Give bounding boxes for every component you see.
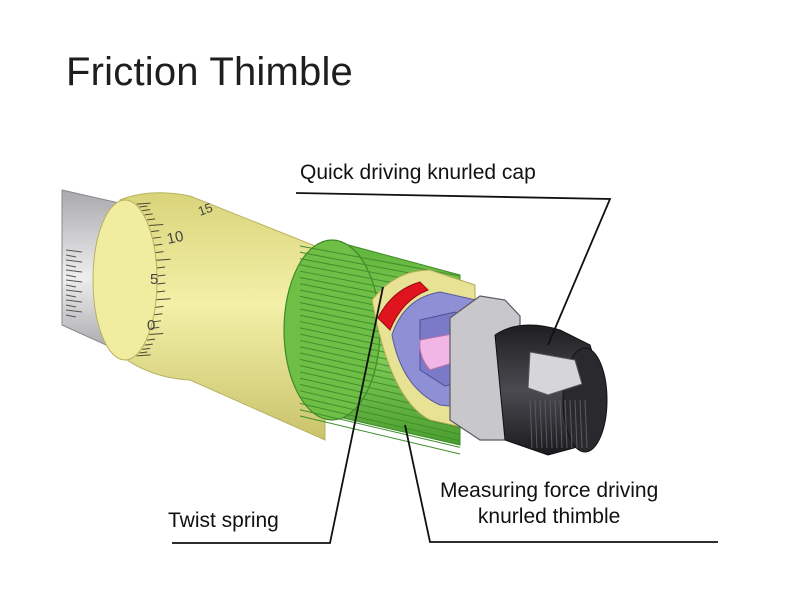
label-twist-spring: Twist spring (168, 508, 279, 534)
label-force-line2: knurled thimble (440, 504, 658, 530)
scale-number-10: 10 (165, 228, 185, 248)
label-measuring-force-thimble: Measuring force driving knurled thimble (440, 478, 658, 530)
label-force-line1: Measuring force driving (440, 478, 658, 504)
scale-number-0: 0 (147, 317, 155, 334)
label-quick-driving-cap: Quick driving knurled cap (300, 160, 536, 186)
scale-number-5: 5 (150, 271, 158, 288)
quick-drive-cap (495, 325, 607, 455)
